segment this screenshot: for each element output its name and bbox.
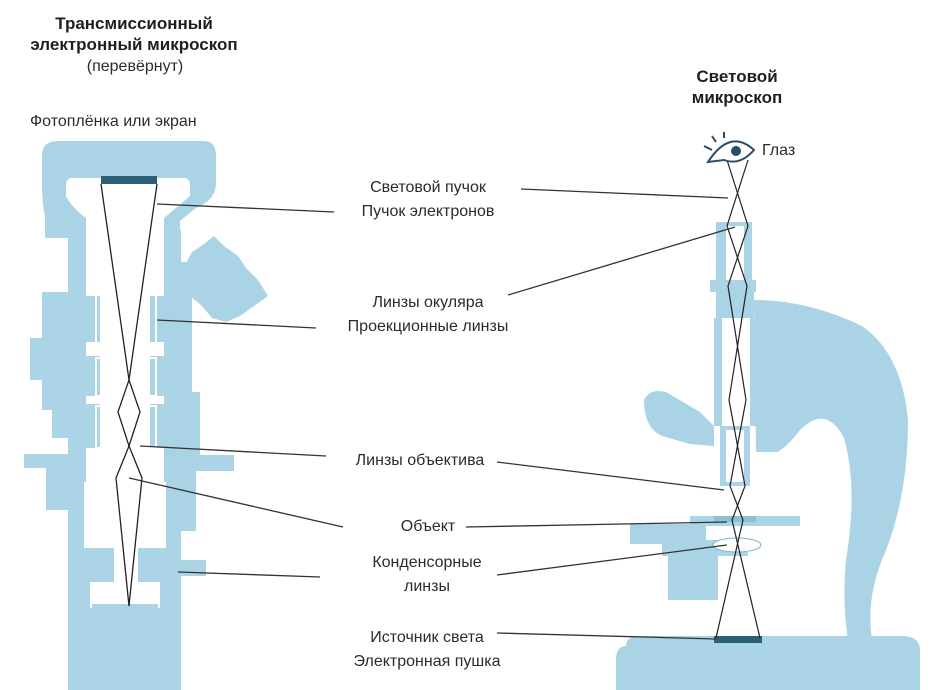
tem-title-line1: Трансмиссионный: [55, 14, 213, 33]
leader-beam-electron: [156, 203, 335, 213]
tem-left-block-3: [24, 454, 72, 468]
lm-ray-left: [715, 159, 749, 639]
label-lenses-top: Линзы окуляра Проекционные линзы: [306, 291, 550, 339]
tem-electron-rays: [100, 183, 158, 607]
tem-condenser-right: [138, 548, 166, 582]
light-microscope-body: [616, 222, 920, 690]
label-beam: Световой пучок Пучок электронов: [316, 176, 540, 224]
lm-eyepiece-cavity: [726, 226, 744, 280]
leader-lines: [128, 188, 736, 640]
lm-base: [616, 636, 920, 690]
label-condenser: Конденсорные линзы: [330, 551, 524, 599]
lm-substage-lower: [668, 556, 718, 600]
lm-lamp: [714, 636, 762, 643]
label-condenser-1: Конденсорные: [372, 554, 482, 571]
leader-condenser-lm: [496, 544, 728, 576]
label-condenser-2: линзы: [404, 578, 450, 595]
eye-icon-outline: [705, 140, 756, 164]
tem-title-note: (перевёрнут): [86, 58, 184, 75]
label-ocular: Линзы окуляра: [372, 294, 484, 311]
tem-film-label: Фотоплёнка или экран: [30, 113, 197, 130]
leader-objective-tem: [139, 445, 327, 457]
eye-icon-lash: [703, 132, 725, 151]
lm-slide: [714, 516, 756, 522]
leader-object-lm: [465, 521, 728, 528]
label-source-electron: Электронная пушка: [353, 653, 501, 670]
tem-title-line2: электронный микроскоп: [30, 35, 238, 54]
tem-film-screen: [101, 176, 157, 184]
tem-top-cavity: [66, 178, 190, 235]
tem-ray-right: [128, 183, 158, 607]
leader-object-tem: [128, 477, 344, 528]
lm-ray-right: [726, 159, 761, 639]
leader-projection: [156, 319, 317, 329]
tem-right-base-step: [178, 560, 206, 576]
lm-light-rays: [715, 159, 761, 639]
lm-coarse-focus-knob: [644, 391, 714, 446]
leader-source-lm: [496, 632, 717, 640]
label-beam-electron: Пучок электронов: [361, 203, 495, 220]
leader-objective-lm: [496, 461, 725, 491]
tem-left-block-2: [52, 398, 72, 438]
tem-side-arm: [178, 236, 268, 322]
tem-lens-outline-6: [139, 405, 157, 449]
lm-arm: [754, 300, 908, 640]
leader-ocular: [507, 226, 736, 296]
label-projection: Проекционные линзы: [347, 318, 509, 335]
lm-title: Световой микроскоп: [672, 66, 802, 108]
tem-title: Трансмиссионный электронный микроскоп: [18, 13, 250, 55]
tem-condenser-left: [84, 548, 114, 582]
lm-tube: [716, 290, 754, 320]
label-source: Источник света Электронная пушка: [316, 626, 538, 674]
leader-beam-light: [520, 188, 729, 199]
lm-title-line2: микроскоп: [691, 88, 783, 107]
label-objective: Линзы объектива: [355, 452, 485, 469]
label-beam-light: Световой пучок: [370, 179, 486, 196]
eye-icon: [703, 132, 756, 164]
lm-objective-lens: [725, 486, 745, 496]
eye-icon-pupil: [731, 146, 741, 156]
tem-gun-housing: [92, 604, 158, 690]
tem-right-lower: [178, 471, 196, 531]
label-source-light: Источник света: [370, 629, 484, 646]
tem-projection-lens-left-b: [86, 356, 100, 396]
lm-eyepiece-collar: [710, 280, 756, 292]
tem-bottom-cavity: [90, 582, 160, 608]
tem-objective-lens-left: [86, 404, 100, 448]
tem-left-block-1: [42, 292, 72, 410]
tem-left-knob-1: [30, 338, 44, 380]
tem-right-step-2: [178, 392, 200, 464]
tem-right-step-1: [178, 262, 192, 392]
tem-lens-outline-5: [95, 405, 113, 449]
tem-lens-outline-4: [139, 357, 157, 397]
eye-label: Глаз: [762, 142, 796, 159]
tem-ray-left: [100, 183, 130, 607]
tem-left-block-4: [46, 468, 72, 510]
tem-side-arm-knob: [193, 256, 225, 284]
tem-body: [24, 141, 268, 690]
tem-lens-outline-2: [139, 293, 157, 345]
tem-projection-lens-left-a: [86, 296, 100, 342]
label-object: Объект: [400, 518, 456, 535]
lm-stage-arm: [630, 524, 706, 544]
tem-right-block: [178, 455, 234, 471]
tem-lens-outline-3: [95, 357, 113, 397]
tem-lens-outline-1: [95, 293, 113, 345]
lm-title-line1: Световой: [696, 67, 778, 86]
leader-condenser-tem: [177, 571, 321, 578]
